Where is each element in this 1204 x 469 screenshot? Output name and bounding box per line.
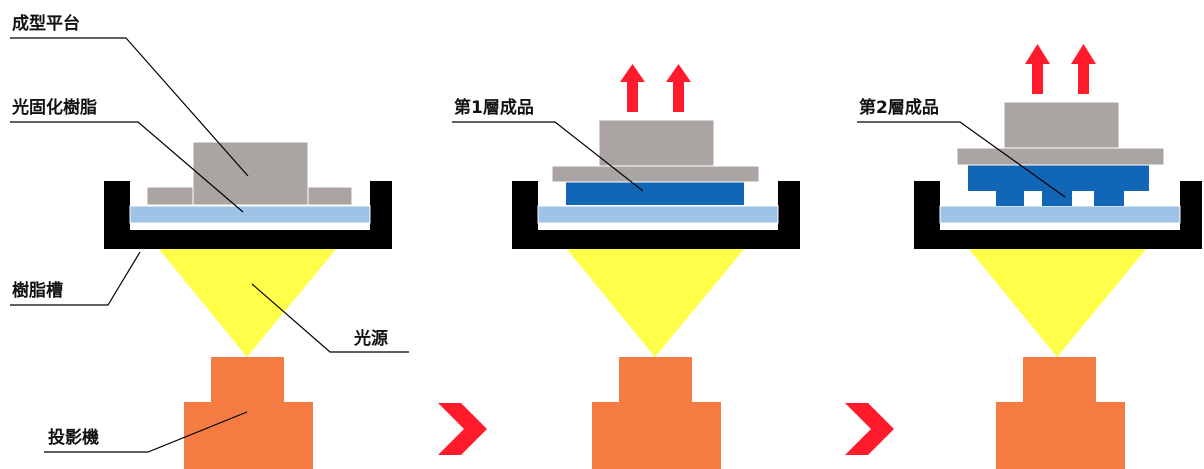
resin-tank-3 — [914, 181, 1202, 249]
light-cone-2 — [566, 248, 745, 357]
up-arrow — [620, 64, 645, 112]
projector-base-2 — [592, 402, 721, 469]
cured-pillar — [1042, 190, 1072, 206]
label-resin: 光固化樹脂 — [12, 98, 97, 118]
resin-layer-3 — [939, 205, 1181, 224]
projector-top-3 — [1023, 357, 1096, 405]
projector-base-1 — [184, 402, 313, 469]
label-layer1: 第1層成品 — [454, 98, 534, 118]
platform-base-3 — [956, 147, 1165, 166]
resin-tank-1 — [104, 181, 392, 249]
leader-line-light — [251, 283, 409, 353]
resin-tank-2 — [512, 181, 800, 249]
platform-top-2 — [598, 119, 715, 167]
next-step-chevron — [845, 403, 894, 455]
label-platform: 成型平台 — [12, 14, 80, 34]
cured-pillar — [996, 190, 1024, 206]
label-projector: 投影機 — [48, 428, 99, 448]
platform-top-1 — [192, 141, 309, 206]
label-light: 光源 — [354, 329, 388, 349]
stage-1 — [104, 141, 392, 469]
leader-line-tank — [10, 251, 141, 306]
resin-layer-2 — [537, 205, 779, 224]
projector-top-1 — [211, 357, 284, 405]
leader-line-layer2 — [857, 121, 1066, 198]
platform-base-2 — [551, 165, 760, 183]
leader-line-layer1 — [452, 121, 644, 192]
leader-line-projector — [44, 411, 248, 453]
up-arrow — [666, 64, 691, 112]
projector-base-3 — [996, 402, 1125, 469]
next-step-chevron — [438, 403, 487, 455]
stage-2 — [512, 64, 800, 469]
up-arrow — [1071, 44, 1096, 94]
leader-lines — [10, 37, 1066, 453]
light-cone-1 — [158, 248, 337, 357]
light-cone-3 — [968, 248, 1147, 357]
resin-layer-1 — [129, 205, 371, 224]
cured-layer-2 — [968, 165, 1149, 191]
label-layer2: 第2層成品 — [859, 98, 939, 118]
leader-line-platform — [10, 37, 249, 177]
up-arrow — [1025, 44, 1050, 94]
projector-top-2 — [619, 357, 692, 405]
platform-top-3 — [1003, 101, 1120, 149]
cured-pillar — [1094, 190, 1124, 206]
stage-3 — [914, 44, 1202, 469]
label-tank: 樹脂槽 — [12, 281, 63, 301]
cured-layer-1 — [566, 181, 744, 205]
leader-line-resin — [10, 121, 244, 213]
